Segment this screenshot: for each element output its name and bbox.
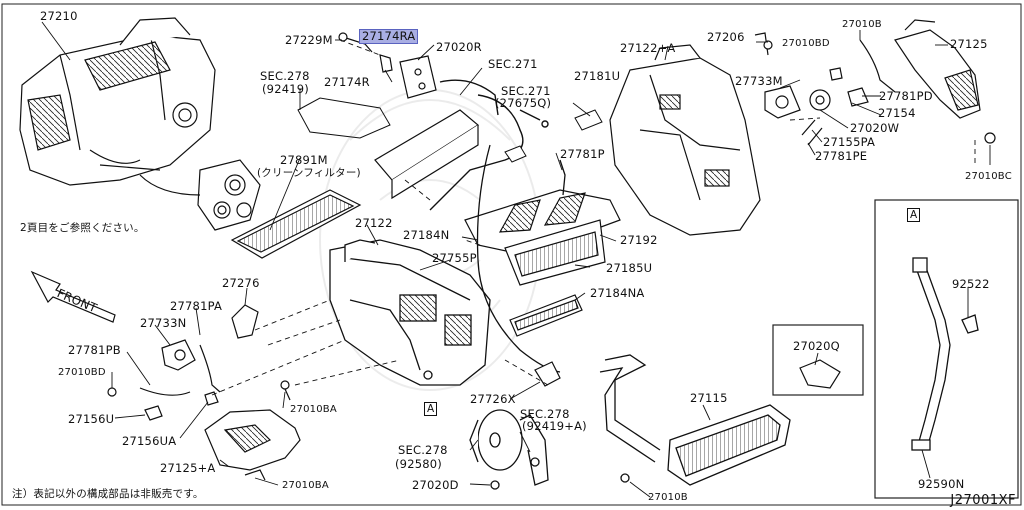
label-27010B-top[interactable]: 27010B — [842, 19, 882, 30]
bracket-27181U — [504, 109, 603, 163]
label-27733M[interactable]: 27733M — [735, 74, 783, 88]
label-27181U[interactable]: 27181U — [574, 69, 621, 83]
label-27010BC[interactable]: 27010BC — [965, 171, 1012, 182]
blower-unit-27210 — [19, 17, 216, 186]
label-sec278-b-ref: (92419+A) — [522, 419, 587, 433]
door-set-27192 — [464, 189, 621, 286]
detail-ref-a-box[interactable]: A — [907, 208, 921, 222]
label-27156UA[interactable]: 27156UA — [122, 434, 177, 448]
leader-lines — [41, 21, 991, 498]
label-27210[interactable]: 27210 — [40, 9, 78, 23]
front-arrow-icon — [30, 270, 116, 323]
sensor-27726X — [280, 361, 561, 401]
label-27122[interactable]: 27122 — [355, 216, 393, 230]
label-27891M[interactable]: 27891M — [280, 153, 328, 167]
actuator-27733M — [754, 32, 801, 119]
clean-filter-27891M — [230, 189, 362, 259]
label-27010BA-bottom[interactable]: 27010BA — [282, 480, 329, 491]
label-27174RA-highlighted[interactable]: 27174RA — [359, 29, 419, 44]
label-sec271-b-ref: (27675Q) — [495, 96, 552, 110]
detail-ref-a-main[interactable]: A — [424, 402, 438, 416]
sensor-27276 — [231, 304, 259, 339]
label-sec278-a-ref: (92419) — [262, 82, 309, 96]
label-27125[interactable]: 27125 — [950, 37, 988, 51]
label-27781PE[interactable]: 27781PE — [815, 149, 868, 163]
label-sec278-a[interactable]: SEC.278 — [260, 69, 310, 83]
label-sec278-b[interactable]: SEC.278 — [520, 407, 570, 421]
drawing-code: J27001XF — [950, 493, 1016, 508]
duct-27125 — [894, 19, 996, 144]
label-27733N[interactable]: 27733N — [140, 316, 187, 330]
actuator-27154 — [801, 39, 896, 146]
label-27781PD[interactable]: 27781PD — [879, 89, 933, 103]
label-27010BD[interactable]: 27010BD — [782, 38, 830, 49]
label-27891M-sub: (クリーンフィルター) — [257, 167, 361, 179]
heater-case-27122A — [609, 44, 761, 236]
label-27185U[interactable]: 27185U — [606, 261, 653, 275]
actuator-27733N — [107, 339, 221, 421]
label-27122A[interactable]: 27122+A — [620, 41, 676, 55]
label-27010BD-left[interactable]: 27010BD — [58, 367, 106, 378]
link-rod-2 — [559, 159, 566, 196]
label-92522[interactable]: 92522 — [952, 277, 990, 291]
label-27174R[interactable]: 27174R — [324, 75, 370, 89]
heater-case-27122 — [329, 239, 491, 386]
footnote-non-sale: 注）表記以外の構成部品は非販売です。 — [12, 488, 204, 500]
label-27276[interactable]: 27276 — [222, 276, 260, 290]
label-27115[interactable]: 27115 — [690, 391, 728, 405]
label-27010BA-mid[interactable]: 27010BA — [290, 404, 337, 415]
panel-sec278 — [297, 97, 391, 139]
blower-motor — [139, 159, 261, 231]
label-27206[interactable]: 27206 — [707, 30, 745, 44]
note-see-page-2: 2頁目をご参照ください。 — [20, 222, 145, 234]
label-27781PA[interactable]: 27781PA — [170, 299, 223, 313]
label-sec278-c-ref: (92580) — [395, 457, 442, 471]
label-27010B-bottom[interactable]: 27010B — [648, 492, 688, 503]
label-sec278-c[interactable]: SEC.278 — [398, 443, 448, 457]
drain-hose — [429, 79, 549, 211]
label-92590N[interactable]: 92590N — [918, 477, 965, 491]
part-27020Q-box — [772, 324, 864, 396]
cover-27020R — [338, 32, 437, 99]
label-27755P[interactable]: 27755P — [432, 251, 477, 265]
door-27184NA — [509, 294, 583, 337]
label-27229M[interactable]: 27229M — [285, 33, 333, 47]
motor-27020D — [469, 409, 549, 490]
label-27156U[interactable]: 27156U — [68, 412, 115, 426]
label-27020W[interactable]: 27020W — [850, 121, 900, 135]
clip-27020Q — [799, 359, 841, 389]
label-27020Q[interactable]: 27020Q — [793, 339, 840, 353]
label-27184NA[interactable]: 27184NA — [590, 286, 645, 300]
label-27781PB[interactable]: 27781PB — [68, 343, 121, 357]
link-rod — [476, 144, 561, 373]
label-27020D[interactable]: 27020D — [412, 478, 459, 492]
duct-27125A — [204, 409, 301, 481]
outer-frame — [1, 3, 1022, 506]
detail-a-box — [874, 199, 1019, 499]
heater-core-27115 — [599, 354, 791, 486]
label-27155PA[interactable]: 27155PA — [823, 135, 876, 149]
label-sec271-b[interactable]: SEC.271 — [501, 84, 551, 98]
label-27154[interactable]: 27154 — [878, 106, 916, 120]
hose-92590N — [911, 257, 979, 451]
label-27726X[interactable]: 27726X — [470, 392, 516, 406]
assembly-dashes — [211, 39, 976, 396]
label-sec271-a[interactable]: SEC.271 — [488, 57, 538, 71]
label-27125A[interactable]: 27125+A — [160, 461, 216, 475]
filter-case — [374, 109, 480, 200]
label-27020R[interactable]: 27020R — [436, 40, 482, 54]
label-27184N[interactable]: 27184N — [403, 228, 450, 242]
label-27781P[interactable]: 27781P — [560, 147, 605, 161]
label-27192[interactable]: 27192 — [620, 233, 658, 247]
